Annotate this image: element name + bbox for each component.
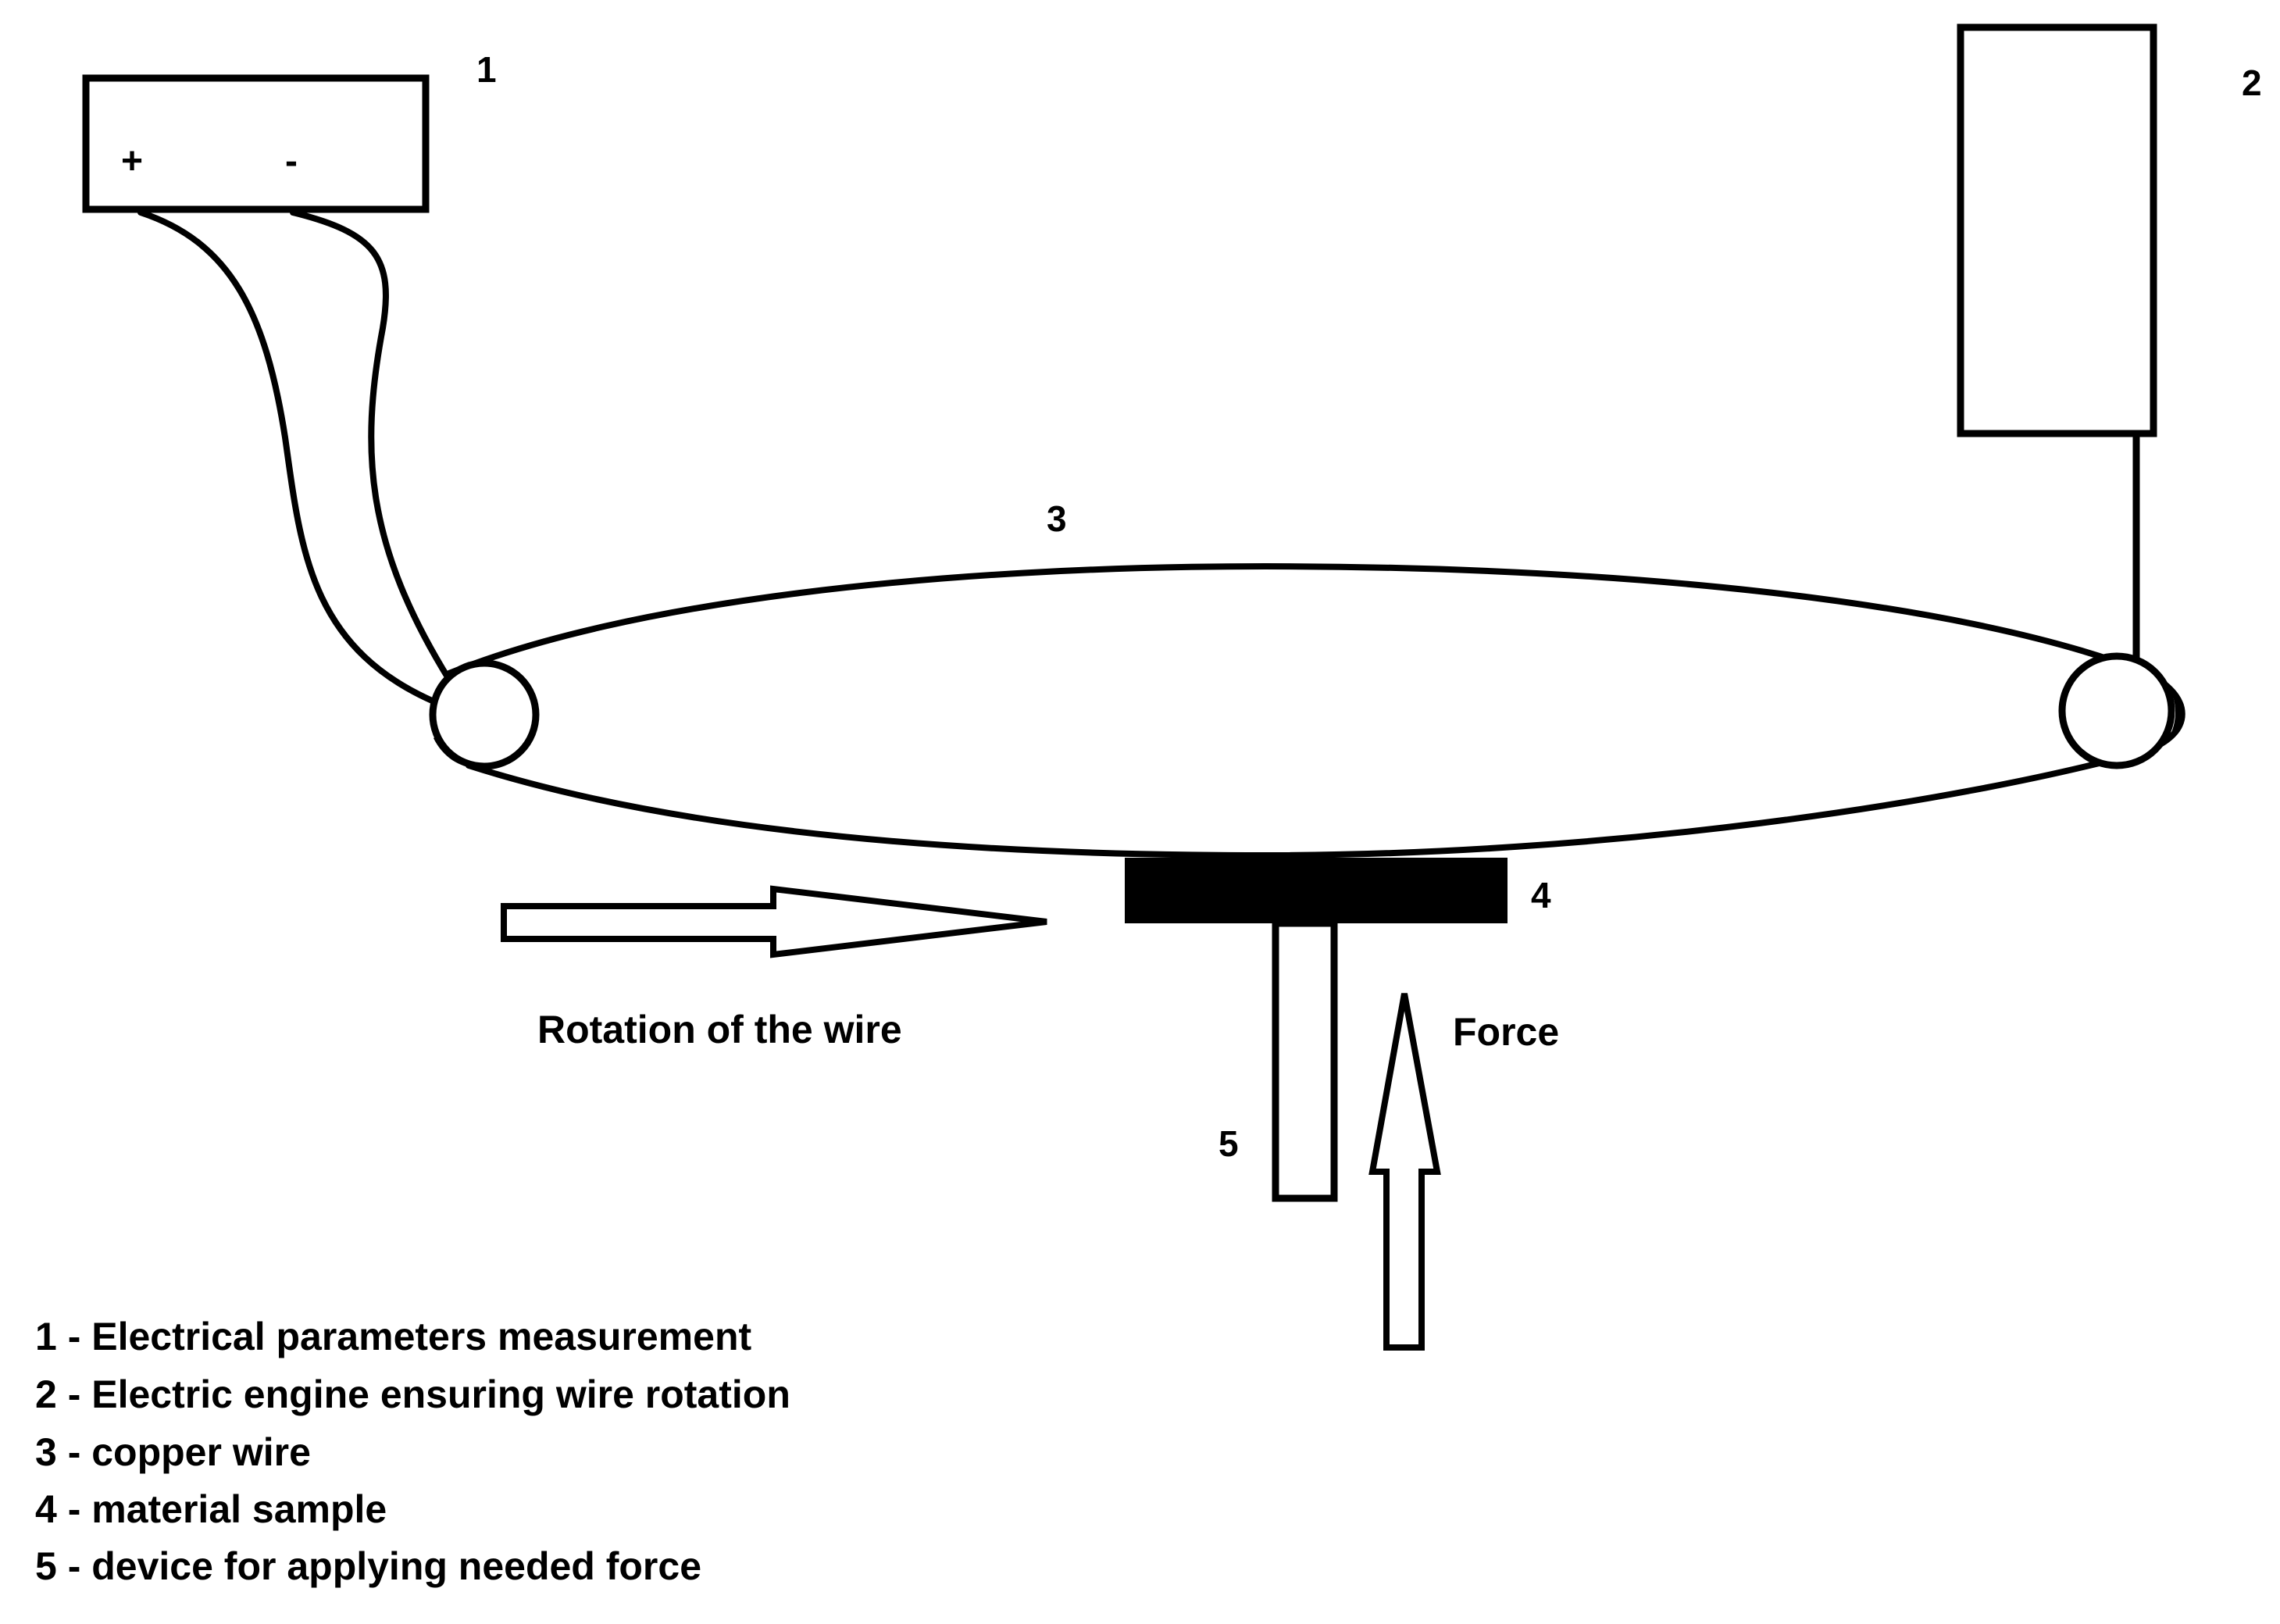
legend: 1 - Electrical parameters measurement 2 … — [35, 1315, 790, 1588]
copper-wire-number: 3 — [1047, 498, 1067, 539]
legend-item-5: 5 - device for applying needed force — [35, 1544, 701, 1588]
left-pulley — [429, 659, 540, 770]
plus-lead-wire — [137, 209, 441, 706]
rotation-arrow-shape — [501, 885, 1047, 958]
force-arrow-shape — [1368, 993, 1441, 1351]
right-pulley — [2058, 652, 2175, 769]
legend-item-3: 3 - copper wire — [35, 1430, 311, 1474]
electric-engine-box — [1957, 23, 2157, 437]
force-device-rod — [1272, 919, 1338, 1202]
legend-item-4: 4 - material sample — [35, 1487, 387, 1531]
material-sample-number: 4 — [1531, 875, 1551, 916]
copper-wire-loop — [446, 563, 2185, 858]
measurement-device-box — [82, 74, 430, 213]
force-device-number: 5 — [1218, 1123, 1239, 1164]
copper-wire: 3 — [429, 498, 2185, 858]
electric-engine: 2 — [1957, 23, 2262, 668]
material-sample: 4 — [1125, 858, 1551, 923]
measurement-device-number: 1 — [476, 49, 497, 90]
legend-item-1: 1 - Electrical parameters measurement — [35, 1315, 751, 1358]
material-sample-block — [1125, 858, 1508, 923]
right-pulley-shadow — [2164, 680, 2182, 746]
electric-engine-number: 2 — [2242, 62, 2262, 103]
rotation-arrow: Rotation of the wire — [501, 885, 1047, 1051]
legend-item-2: 2 - Electric engine ensuring wire rotati… — [35, 1372, 790, 1416]
minus-lead-wire — [290, 209, 452, 683]
force-device: 5 — [1218, 919, 1338, 1202]
left-pulley-shadow — [434, 734, 492, 769]
measurement-leads — [137, 209, 452, 706]
rotation-caption: Rotation of the wire — [537, 1008, 902, 1051]
measurement-device: + - 1 — [82, 49, 497, 213]
force-caption: Force — [1453, 1010, 1559, 1054]
plus-terminal-label: + — [121, 141, 143, 182]
minus-terminal-label: - — [285, 141, 298, 182]
force-arrow: Force — [1368, 993, 1559, 1351]
